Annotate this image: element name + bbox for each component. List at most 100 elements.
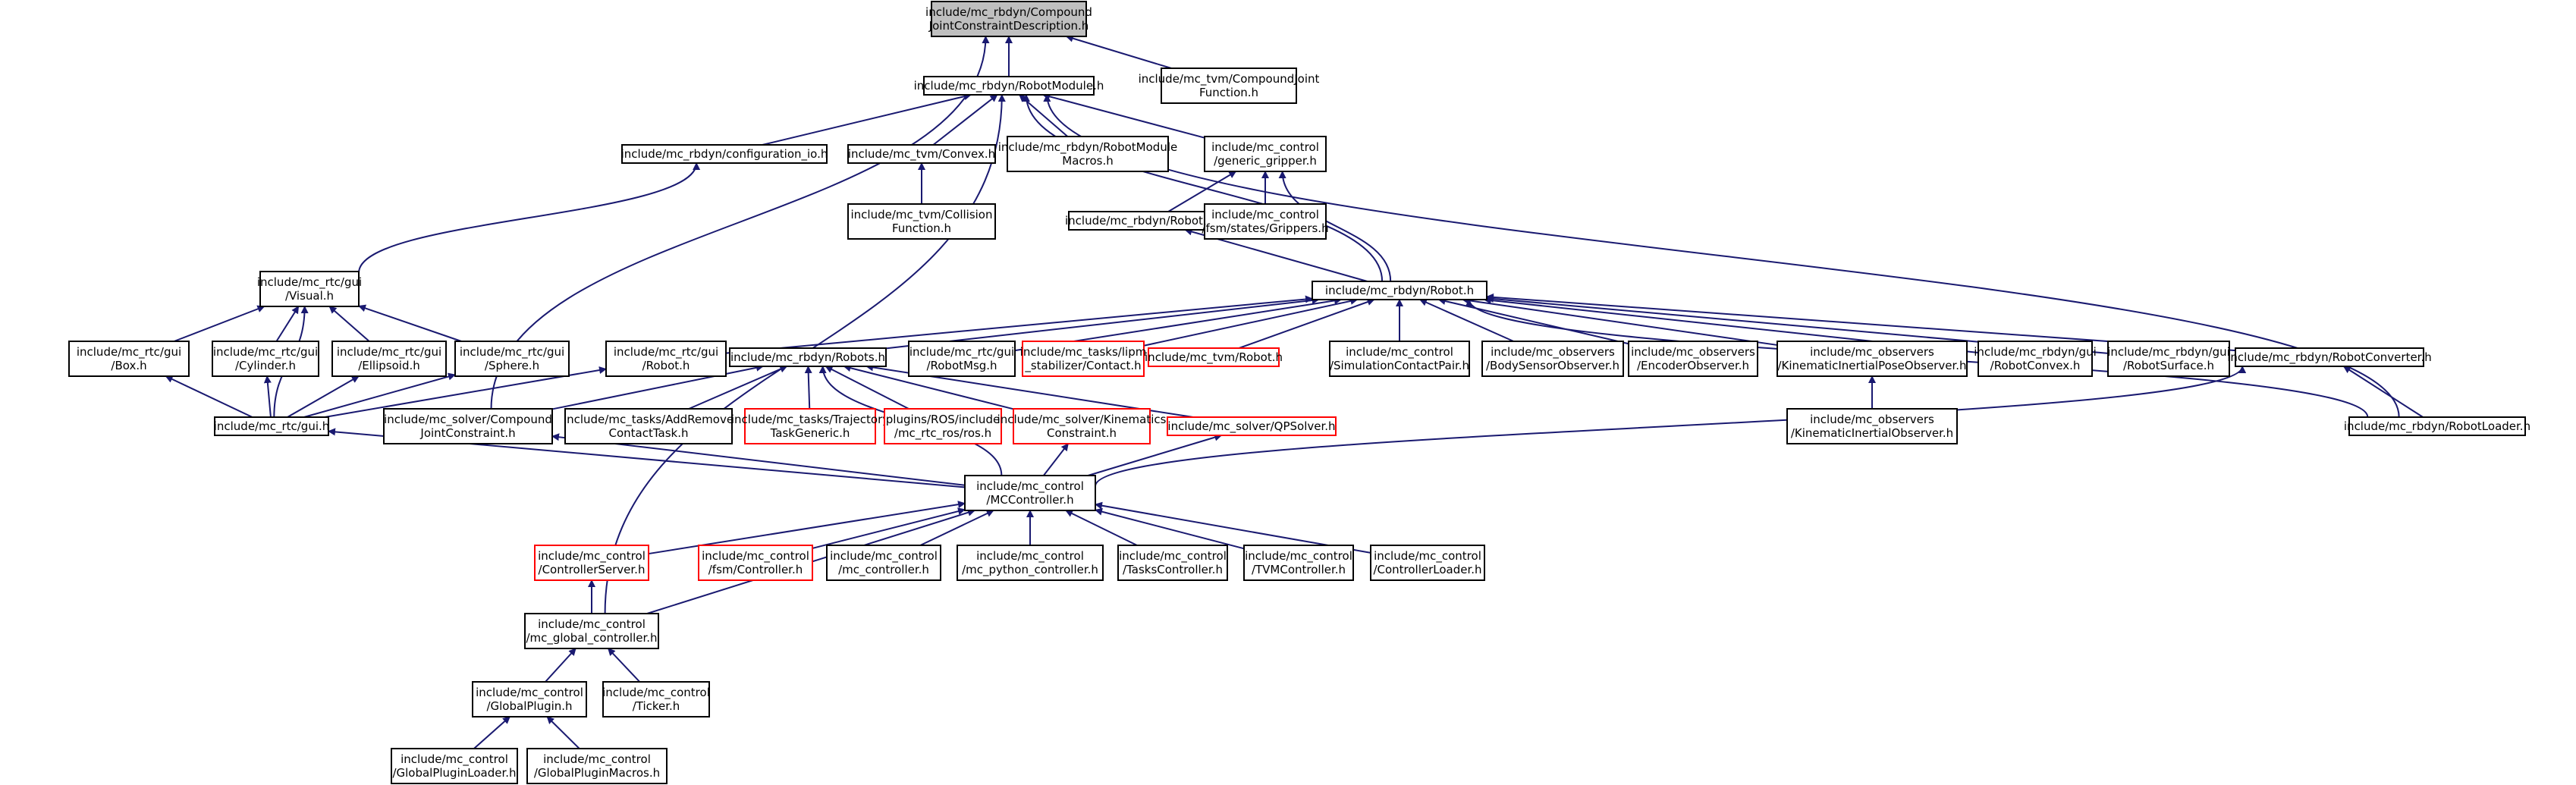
node-n43[interactable]: include/mc_control/TasksController.h	[1117, 545, 1228, 581]
node-box	[1628, 341, 1758, 377]
node-n39[interactable]: include/mc_control/ControllerServer.h	[534, 545, 649, 581]
node-n28[interactable]: include/mc_rbdyn/RobotConverter.h	[2227, 347, 2432, 367]
node-label: include/mc_rtc/gui.h	[214, 419, 330, 434]
node-n17[interactable]: include/mc_rtc/gui/Robot.h	[605, 341, 727, 377]
node-n11[interactable]: include/mc_rtc/gui/Visual.h	[257, 271, 362, 307]
node-n2[interactable]: include/mc_rbdyn/RobotModule.h	[914, 76, 1104, 96]
node-n13[interactable]: include/mc_rtc/gui/Box.h	[68, 341, 190, 377]
node-n23[interactable]: include/mc_observers/BodySensorObserver.…	[1481, 341, 1624, 377]
node-label: /MCController.h	[986, 493, 1073, 507]
node-n30[interactable]: include/mc_solver/CompoundJointConstrain…	[383, 408, 553, 444]
node-n20[interactable]: include/mc_tasks/lipm_stabilizer/Contact…	[1020, 341, 1147, 377]
edge-n5-to-n2	[932, 94, 998, 146]
node-n26[interactable]: include/mc_rbdyn/gui/RobotConvex.h	[1974, 341, 2097, 377]
node-box	[564, 408, 733, 444]
node-n36[interactable]: include/mc_observers/KinematicInertialOb…	[1786, 408, 1958, 444]
node-n48[interactable]: include/mc_control/Ticker.h	[602, 681, 710, 717]
node-n5[interactable]: include/mc_tvm/Convex.h	[847, 144, 996, 164]
node-label: include/mc_control	[401, 752, 508, 767]
node-box	[1786, 408, 1958, 444]
node-box	[1312, 281, 1487, 300]
node-n35[interactable]: include/mc_solver/QPSolver.h	[1167, 416, 1337, 436]
node-n25[interactable]: include/mc_observers/KinematicInertialPo…	[1776, 341, 1968, 377]
node-n49[interactable]: include/mc_control/GlobalPluginLoader.h	[391, 748, 518, 784]
node-box	[957, 545, 1104, 581]
edge-n29-to-n13	[165, 375, 253, 418]
node-n44[interactable]: include/mc_control/TVMController.h	[1243, 545, 1354, 581]
node-label: include/mc_rtc/gui	[213, 345, 318, 360]
node-box	[2348, 416, 2526, 436]
node-n40[interactable]: include/mc_control/fsm/Controller.h	[698, 545, 813, 581]
node-n19[interactable]: include/mc_rtc/gui/RobotMsg.h	[908, 341, 1016, 377]
node-n38[interactable]: include/mc_control/MCController.h	[964, 475, 1096, 511]
node-n24[interactable]: include/mc_observers/EncoderObserver.h	[1628, 341, 1758, 377]
edge-n30-to-n1	[490, 36, 990, 410]
edge-n41-to-n38	[919, 510, 994, 546]
node-n10[interactable]: include/mc_control/fsm/states/Grippers.h	[1202, 203, 1329, 240]
node-box	[698, 545, 813, 581]
node-n29[interactable]: include/mc_rtc/gui.h	[214, 416, 330, 436]
node-label: include/mc_rtc/gui	[337, 345, 441, 360]
node-label: include/mc_control	[976, 549, 1084, 564]
node-n41[interactable]: include/mc_control/mc_controller.h	[826, 545, 941, 581]
node-n46[interactable]: include/mc_control/mc_global_controller.…	[524, 613, 659, 649]
node-n4[interactable]: include/mc_rbdyn/configuration_io.h	[621, 144, 828, 164]
node-box	[526, 748, 668, 784]
node-n22[interactable]: include/mc_control/SimulationContactPair…	[1329, 341, 1470, 377]
node-box	[534, 545, 649, 581]
edge-n47-to-n46	[545, 648, 576, 683]
node-label: /Sphere.h	[485, 359, 539, 372]
node-box	[744, 408, 876, 444]
node-label: include/mc_control	[1374, 549, 1481, 564]
node-n12[interactable]: include/mc_rbdyn/Robot.h	[1312, 281, 1487, 300]
node-n15[interactable]: include/mc_rtc/gui/Ellipsoid.h	[331, 341, 447, 377]
node-n1[interactable]: include/mc_rbdyn/CompoundJointConstraint…	[925, 1, 1092, 37]
node-label: /GlobalPlugin.h	[486, 699, 572, 713]
node-label: /KinematicInertialPoseObserver.h	[1777, 359, 1966, 372]
node-label: include/mc_observers	[1631, 345, 1755, 360]
node-label: include/mc_rtc/gui	[77, 345, 181, 360]
node-label: include/mc_observers	[1810, 345, 1934, 360]
node-n45[interactable]: include/mc_control/ControllerLoader.h	[1370, 545, 1485, 581]
node-box	[1243, 545, 1354, 581]
node-label: ContactTask.h	[608, 426, 688, 440]
node-box	[1013, 408, 1151, 444]
node-n47[interactable]: include/mc_control/GlobalPlugin.h	[472, 681, 587, 717]
node-n33[interactable]: plugins/ROS/include/mc_rtc_ros/ros.h	[884, 408, 1002, 444]
node-label: /RobotSurface.h	[2123, 359, 2214, 372]
edge-n20-to-n12	[1143, 297, 1359, 347]
node-n14[interactable]: include/mc_rtc/gui/Cylinder.h	[212, 341, 319, 377]
node-n50[interactable]: include/mc_control/GlobalPluginMacros.h	[526, 748, 668, 784]
node-n16[interactable]: include/mc_rtc/gui/Sphere.h	[454, 341, 570, 377]
node-n37[interactable]: include/mc_rbdyn/RobotLoader.h	[2344, 416, 2530, 436]
node-n21[interactable]: include/mc_tvm/Robot.h	[1145, 347, 1283, 367]
node-n7[interactable]: include/mc_control/generic_gripper.h	[1204, 136, 1327, 172]
node-box	[1204, 203, 1327, 240]
node-box	[964, 475, 1096, 511]
node-label: plugins/ROS/include	[886, 413, 1000, 426]
edge-n29-to-n15	[287, 375, 360, 418]
node-label: include/mc_rbdyn/configuration_io.h	[621, 147, 828, 162]
node-label: /EncoderObserver.h	[1637, 359, 1749, 372]
edge-n23-to-n12	[1419, 299, 1514, 342]
edge-n48-to-n46	[607, 648, 641, 683]
edge-n33-to-n18	[825, 366, 909, 410]
edge-n34-to-n18	[843, 364, 1014, 410]
node-box	[621, 144, 828, 164]
edge-n49-to-n47	[473, 716, 510, 749]
node-n18[interactable]: include/mc_rbdyn/Robots.h	[729, 347, 887, 367]
node-n42[interactable]: include/mc_control/mc_python_controller.…	[957, 545, 1104, 581]
node-label: include/mc_tasks/AddRemove	[564, 413, 734, 427]
node-box	[1204, 136, 1327, 172]
node-box	[391, 748, 518, 784]
node-label: Function.h	[1199, 86, 1258, 99]
node-n27[interactable]: include/mc_rbdyn/gui/RobotSurface.h	[2107, 341, 2230, 377]
node-label: /Box.h	[111, 359, 146, 372]
